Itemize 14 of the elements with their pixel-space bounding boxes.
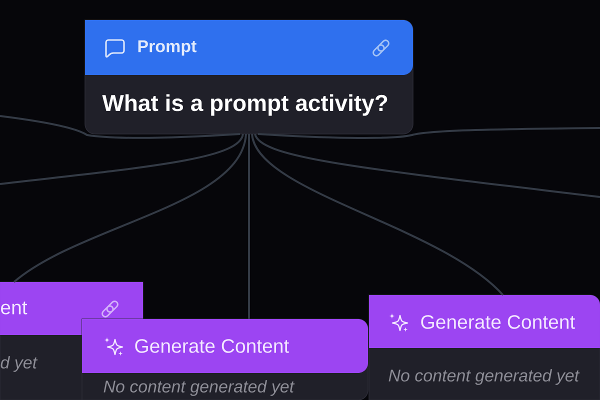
connector-line [251, 134, 504, 296]
connector-line [13, 134, 247, 283]
card-header: Generate Content [82, 319, 368, 373]
placeholder-text: No content generated yet [388, 369, 580, 385]
placeholder-text: No content generated yet [104, 380, 295, 396]
connector-line [258, 127, 600, 139]
placeholder-text: d yet [0, 356, 38, 372]
card-header: Prompt [85, 20, 413, 75]
connector-line [0, 115, 240, 139]
connector-line [0, 134, 244, 185]
card-header: Generate Content [369, 295, 600, 348]
connector-line [248, 134, 250, 319]
question-text: What is a prompt activity? [102, 94, 388, 116]
connector-line [254, 134, 600, 198]
